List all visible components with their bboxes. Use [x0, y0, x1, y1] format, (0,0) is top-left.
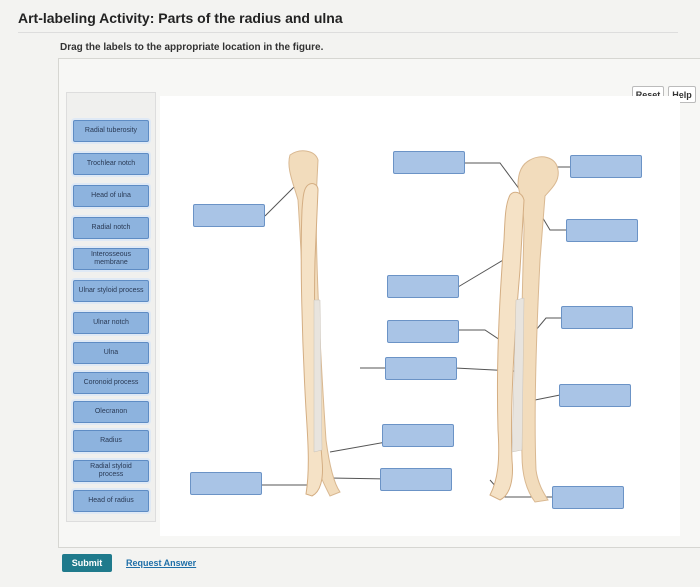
page-title: Art-labeling Activity: Parts of the radi… — [18, 10, 343, 26]
label-olecranon[interactable]: Olecranon — [73, 401, 149, 423]
drop-target-8[interactable] — [380, 468, 452, 491]
drop-target-11[interactable] — [561, 306, 633, 329]
right-radius — [489, 191, 525, 501]
drop-target-4[interactable] — [387, 275, 459, 298]
label-radial-notch[interactable]: Radial notch — [73, 217, 149, 239]
right-ulna — [517, 156, 559, 503]
label-trochlear-notch[interactable]: Trochlear notch — [73, 153, 149, 175]
left-bones — [288, 150, 341, 497]
drop-target-3[interactable] — [393, 151, 465, 174]
drop-target-2[interactable] — [190, 472, 262, 495]
drop-target-13[interactable] — [552, 486, 624, 509]
instruction-text: Drag the labels to the appropriate locat… — [60, 42, 324, 53]
label-radius[interactable]: Radius — [73, 430, 149, 452]
drop-target-10[interactable] — [566, 219, 638, 242]
label-interosseous-membrane[interactable]: Interosseous membrane — [73, 248, 149, 270]
label-radial-styloid-process[interactable]: Radial styloid process — [73, 460, 149, 482]
drop-target-5[interactable] — [387, 320, 459, 343]
request-answer-link[interactable]: Request Answer — [126, 558, 197, 568]
drop-target-7[interactable] — [382, 424, 454, 447]
right-bones — [489, 156, 559, 503]
label-head-of-radius[interactable]: Head of radius — [73, 490, 149, 512]
label-ulna[interactable]: Ulna — [73, 342, 149, 364]
drop-target-6[interactable] — [385, 357, 457, 380]
label-radial-tuberosity[interactable]: Radial tuberosity — [73, 120, 149, 142]
drop-target-12[interactable] — [559, 384, 631, 407]
submit-button[interactable]: Submit — [62, 554, 112, 572]
label-head-of-ulna[interactable]: Head of ulna — [73, 185, 149, 207]
label-coronoid-process[interactable]: Coronoid process — [73, 372, 149, 394]
label-ulnar-styloid-process[interactable]: Ulnar styloid process — [73, 280, 149, 302]
left-interosseous-membrane — [313, 299, 323, 453]
divider — [18, 32, 678, 33]
drop-target-9[interactable] — [570, 155, 642, 178]
drop-target-1[interactable] — [193, 204, 265, 227]
right-interosseous-membrane — [511, 297, 525, 453]
label-ulnar-notch[interactable]: Ulnar notch — [73, 312, 149, 334]
